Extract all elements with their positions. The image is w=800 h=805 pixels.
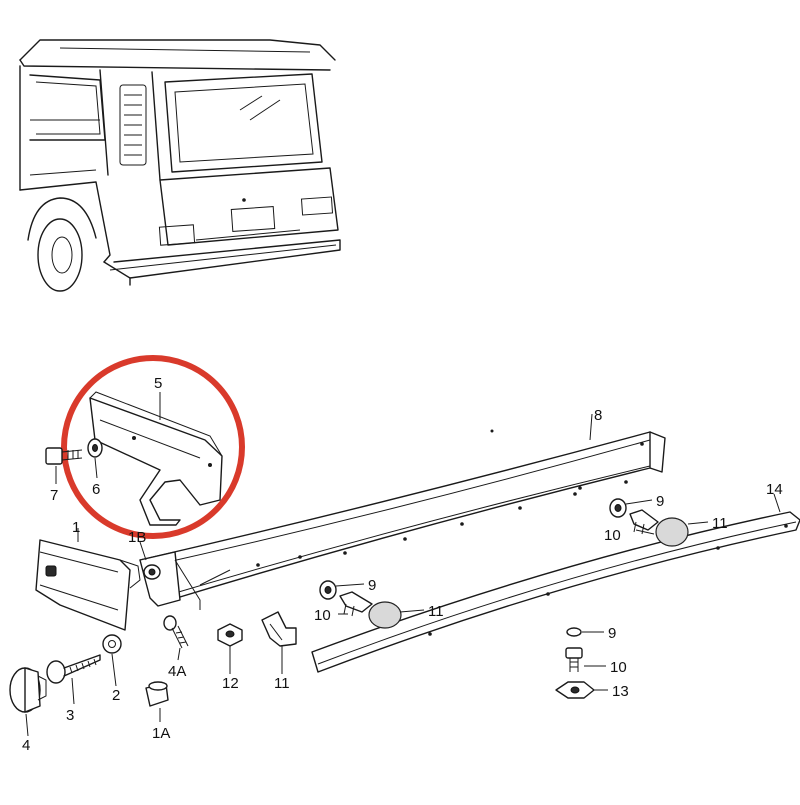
plug-cap-4 (9, 667, 47, 713)
callout-1A: 1A (152, 725, 170, 742)
bumper-reinforcement-beam (139, 431, 666, 610)
callout-13: 12 (222, 675, 239, 692)
screw-3 (46, 654, 101, 684)
cap-11-left (368, 601, 402, 629)
callout-7: 7 (50, 487, 58, 504)
washer-9-left (319, 580, 337, 600)
highlight-circle (61, 355, 245, 539)
callout-8: 8 (594, 407, 602, 424)
callout-11-right: 11 (712, 515, 728, 532)
callout-3: 3 (66, 707, 74, 724)
bumper-end-cap (35, 539, 141, 631)
callout-1B: 1B (128, 529, 146, 546)
callout-10-right: 10 (604, 527, 621, 544)
callout-6: 6 (92, 481, 100, 498)
bumper-trim-strip (311, 511, 800, 673)
bolt-4A (163, 615, 189, 649)
clip-12 (261, 611, 297, 647)
callout-11-left: 11 (428, 603, 444, 620)
van-rear-illustration (19, 39, 341, 292)
sleeve-1A (145, 681, 169, 707)
bumper-mounting-bracket (89, 391, 223, 526)
bolt-7 (45, 447, 83, 465)
bolt-10-lower (565, 647, 583, 672)
washer-2 (102, 634, 122, 654)
callout-10-left: 10 (314, 607, 331, 624)
callout-9-right: 9 (656, 493, 664, 510)
washer-9-lower (566, 627, 582, 637)
callout-4: 4 (22, 737, 30, 754)
callout-12: 11 (274, 675, 290, 692)
callout-2: 2 (112, 687, 120, 704)
leader-lines (25, 392, 781, 737)
side-vent-louvers (119, 84, 147, 166)
bolt-10-right (629, 509, 659, 535)
nut-13 (217, 623, 243, 647)
callout-4A: 4A (168, 663, 186, 680)
bolt-10-left (339, 591, 373, 617)
cap-11-right (655, 517, 689, 547)
nut-11-lower (555, 681, 595, 699)
callout-11-lower: 13 (612, 683, 629, 700)
washer-9-right (609, 498, 627, 518)
callout-14: 14 (766, 481, 783, 498)
callout-9-left: 9 (368, 577, 376, 594)
callout-1: 1 (72, 519, 80, 536)
callout-9-lower: 9 (608, 625, 616, 642)
callout-10-lower: 10 (610, 659, 627, 676)
washer-6 (87, 438, 103, 458)
callout-5: 5 (154, 375, 162, 392)
